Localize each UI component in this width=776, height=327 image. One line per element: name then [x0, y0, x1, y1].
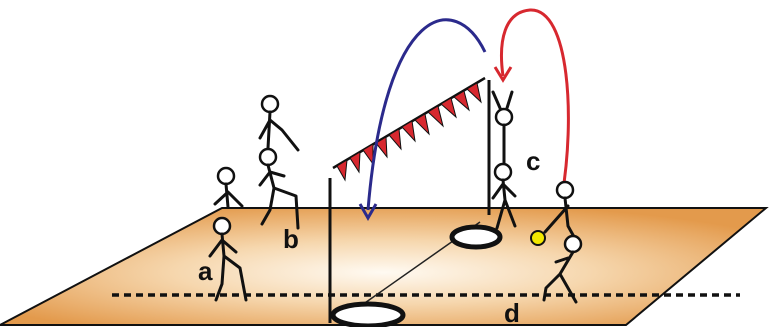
- blue-pass-arrow: [366, 18, 487, 211]
- red-arrow-head: [493, 66, 513, 83]
- flag: [466, 82, 482, 104]
- red-pass-arrow: [499, 8, 570, 197]
- flag: [388, 128, 402, 151]
- flag: [336, 159, 348, 182]
- label-a: a: [198, 256, 213, 286]
- blue-arrow-head: [358, 203, 378, 222]
- flag: [414, 113, 430, 136]
- label-c: c: [526, 146, 540, 176]
- flag: [440, 97, 457, 119]
- hoop-ring-icon: [330, 301, 406, 327]
- ball-icon: [530, 230, 546, 246]
- flag: [375, 136, 388, 159]
- flag: [349, 151, 361, 174]
- hoop-ring-icon: [449, 224, 503, 250]
- player-b: [258, 94, 300, 230]
- flag: [453, 90, 470, 112]
- label-b: b: [283, 224, 299, 254]
- player-c: [491, 90, 517, 230]
- flag: [362, 143, 374, 166]
- player-a: [208, 166, 248, 302]
- player-d: [542, 180, 583, 304]
- flag: [427, 105, 444, 128]
- bunting-flags: [336, 82, 482, 182]
- label-d: d: [504, 298, 520, 327]
- flag: [401, 120, 416, 143]
